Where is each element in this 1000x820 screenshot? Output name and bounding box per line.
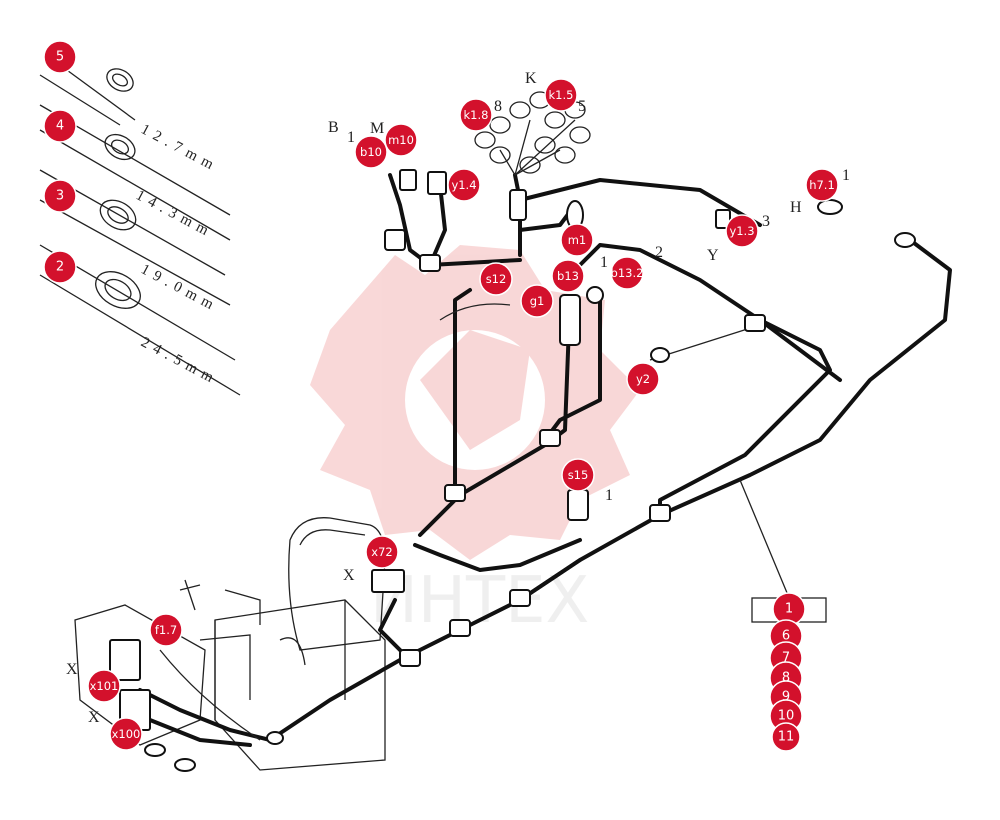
label-x-a: X	[66, 661, 78, 678]
label-y: Y	[707, 247, 719, 264]
callout-clamp-2[interactable]: 2	[43, 250, 77, 284]
svg-text:2: 2	[56, 260, 64, 275]
callout-stack-11[interactable]: 11	[771, 722, 801, 752]
label-5: 5	[578, 98, 586, 115]
callout-f1-7[interactable]: f1.7	[149, 613, 183, 647]
svg-text:y1.3: y1.3	[729, 224, 754, 238]
label-1a: 1	[347, 129, 355, 146]
label-x-c: X	[343, 567, 355, 584]
label-1d: 1	[600, 254, 608, 271]
callout-s12[interactable]: s12	[479, 262, 513, 296]
callout-clamp-3[interactable]: 3	[43, 179, 77, 213]
callout-clamp-5[interactable]: 5	[43, 40, 77, 74]
callout-markers: 5 4 3 2 k1.5 k1.8 b10 m10 y1.4 m1 y1.3 h…	[43, 40, 839, 752]
callout-b13[interactable]: b13	[551, 259, 585, 293]
callout-x101[interactable]: x101	[87, 669, 121, 703]
callout-y2[interactable]: y2	[626, 362, 660, 396]
svg-text:11: 11	[778, 730, 795, 745]
svg-text:1: 1	[785, 602, 793, 617]
callout-y1-3[interactable]: y1.3	[725, 214, 759, 248]
svg-text:8: 8	[782, 671, 790, 686]
label-2: 2	[655, 244, 663, 261]
svg-text:b10: b10	[360, 145, 382, 159]
clamp-size-14-3: 14.3mm	[133, 187, 216, 241]
callout-y1-4[interactable]: y1.4	[447, 168, 481, 202]
svg-text:9: 9	[782, 690, 790, 705]
callout-x100[interactable]: x100	[109, 717, 143, 751]
callout-k1-5[interactable]: k1.5	[544, 78, 578, 112]
svg-text:f1.7: f1.7	[155, 623, 177, 637]
callout-clamp-4[interactable]: 4	[43, 109, 77, 143]
callout-g1[interactable]: g1	[520, 284, 554, 318]
label-8: 8	[494, 98, 502, 115]
svg-text:4: 4	[56, 119, 64, 134]
label-1b: 1	[842, 167, 850, 184]
callout-m10[interactable]: m10	[384, 123, 418, 157]
callout-b13-2[interactable]: b13.2	[610, 256, 644, 290]
svg-text:s15: s15	[568, 468, 589, 482]
svg-text:b13.2: b13.2	[611, 266, 644, 280]
relay-bank	[474, 91, 591, 176]
callout-h7-1[interactable]: h7.1	[805, 168, 839, 202]
callout-m1[interactable]: m1	[560, 223, 594, 257]
watermark-logo: ИНТЕХ	[310, 245, 640, 638]
callout-stack-1[interactable]: 1	[772, 592, 806, 626]
svg-text:x100: x100	[112, 727, 141, 741]
svg-text:m1: m1	[568, 233, 587, 247]
clamp-size-19-0: 19.0mm	[138, 261, 221, 315]
harness-connectors	[109, 169, 916, 772]
letter-labels: B 1 M K 8 5 3 Y H 1 2 1 1 X X X	[66, 70, 850, 726]
svg-text:k1.8: k1.8	[464, 108, 489, 122]
label-b: B	[328, 119, 339, 136]
label-k: K	[525, 70, 537, 87]
svg-text:y1.4: y1.4	[451, 178, 476, 192]
svg-text:7: 7	[782, 651, 790, 666]
svg-text:h7.1: h7.1	[809, 178, 835, 192]
svg-text:x101: x101	[90, 679, 119, 693]
svg-text:3: 3	[56, 189, 64, 204]
svg-text:m10: m10	[388, 133, 414, 147]
label-m: M	[370, 120, 384, 137]
callout-x72[interactable]: x72	[365, 535, 399, 569]
label-3: 3	[762, 213, 770, 230]
svg-text:s12: s12	[486, 272, 507, 286]
svg-text:6: 6	[782, 629, 790, 644]
label-h: H	[790, 199, 802, 216]
svg-text:k1.5: k1.5	[549, 88, 574, 102]
svg-text:5: 5	[56, 50, 64, 65]
svg-text:10: 10	[778, 709, 795, 724]
svg-text:g1: g1	[530, 294, 545, 308]
label-x-b: X	[88, 709, 100, 726]
svg-text:x72: x72	[371, 545, 392, 559]
label-1c: 1	[605, 487, 613, 504]
callout-b10[interactable]: b10	[354, 135, 388, 169]
callout-k1-8[interactable]: k1.8	[459, 98, 493, 132]
callout-s15[interactable]: s15	[561, 458, 595, 492]
svg-text:b13: b13	[557, 269, 579, 283]
clamp-size-24-5: 24.5mm	[138, 334, 221, 388]
clamp-size-12-7: 12.7mm	[138, 121, 221, 175]
svg-text:y2: y2	[636, 372, 650, 386]
